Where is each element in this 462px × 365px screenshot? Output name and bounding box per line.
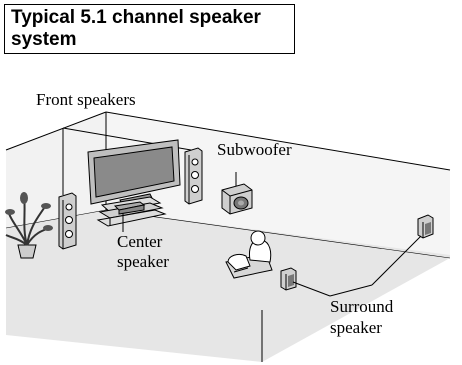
front-speaker-left [58, 192, 77, 250]
surround-speaker-right [417, 214, 434, 239]
diagram-title: Typical 5.1 channel speaker system [4, 4, 295, 54]
surround-speaker-left [280, 267, 297, 291]
surround-speakers-pointer [292, 235, 422, 297]
center-speaker-label-line2: speaker [117, 252, 169, 271]
surround-speaker-label-line1: Surround [330, 297, 394, 316]
subwoofer [221, 172, 253, 215]
subwoofer-label: Subwoofer [217, 140, 292, 159]
plant [5, 192, 53, 259]
front-speaker-right [184, 147, 203, 205]
surround-speaker-label-line2: speaker [330, 318, 382, 337]
center-speaker-label-line1: Center [117, 232, 163, 251]
center-speaker [113, 201, 146, 232]
television [87, 139, 181, 205]
listener [225, 230, 273, 279]
front-speakers-label: Front speakers [36, 90, 136, 109]
